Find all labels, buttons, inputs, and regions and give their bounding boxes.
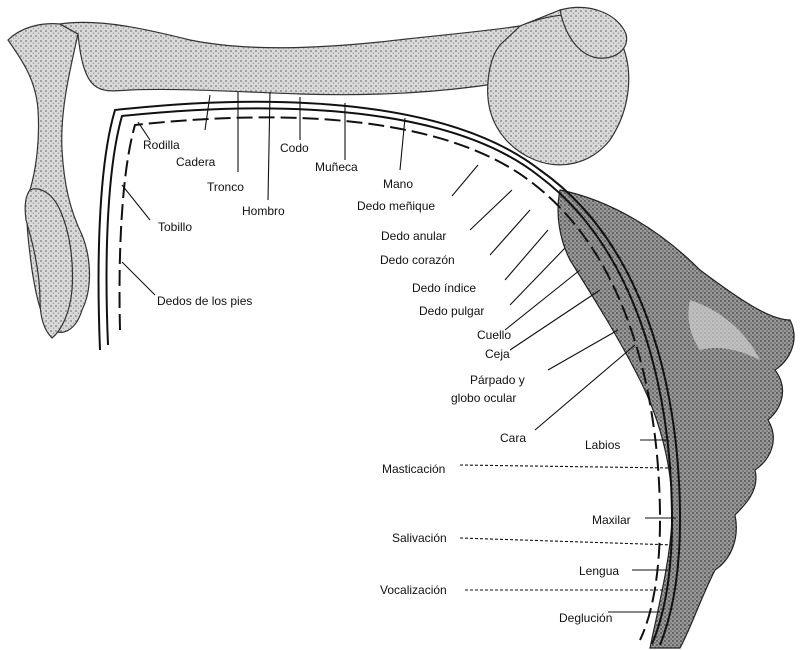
label-dedo-indice: Dedo índice (412, 281, 476, 295)
label-vocalizacion: Vocalización (380, 583, 447, 597)
label-muneca: Muñeca (315, 160, 358, 174)
label-ceja: Ceja (485, 347, 510, 361)
label-lengua: Lengua (579, 564, 619, 578)
label-cadera: Cadera (176, 155, 216, 169)
label-codo: Codo (280, 141, 309, 155)
label-masticacion: Masticación (382, 462, 445, 476)
label-dedo-pulgar: Dedo pulgar (419, 304, 484, 318)
label-dedo-menique: Dedo meñique (357, 199, 435, 213)
label-mano: Mano (383, 177, 413, 191)
label-tobillo: Tobillo (158, 220, 192, 234)
label-labios: Labios (585, 438, 620, 452)
label-cara: Cara (500, 431, 526, 445)
label-cuello: Cuello (477, 328, 511, 342)
label-deglucion: Deglución (559, 611, 612, 625)
label-salivacion: Salivación (392, 531, 447, 545)
label-dedo-anular: Dedo anular (381, 229, 446, 243)
label-rodilla: Rodilla (143, 138, 180, 152)
label-hombro: Hombro (242, 204, 285, 218)
label-tronco: Tronco (207, 180, 244, 194)
label-dedo-corazon: Dedo corazón (380, 253, 455, 267)
label-parpado-1: Párpado y (470, 373, 525, 387)
label-maxilar: Maxilar (592, 513, 631, 527)
label-parpado-2: globo ocular (451, 391, 516, 405)
homunculus-figure (8, 7, 794, 648)
label-dedos-pies: Dedos de los pies (157, 294, 252, 308)
